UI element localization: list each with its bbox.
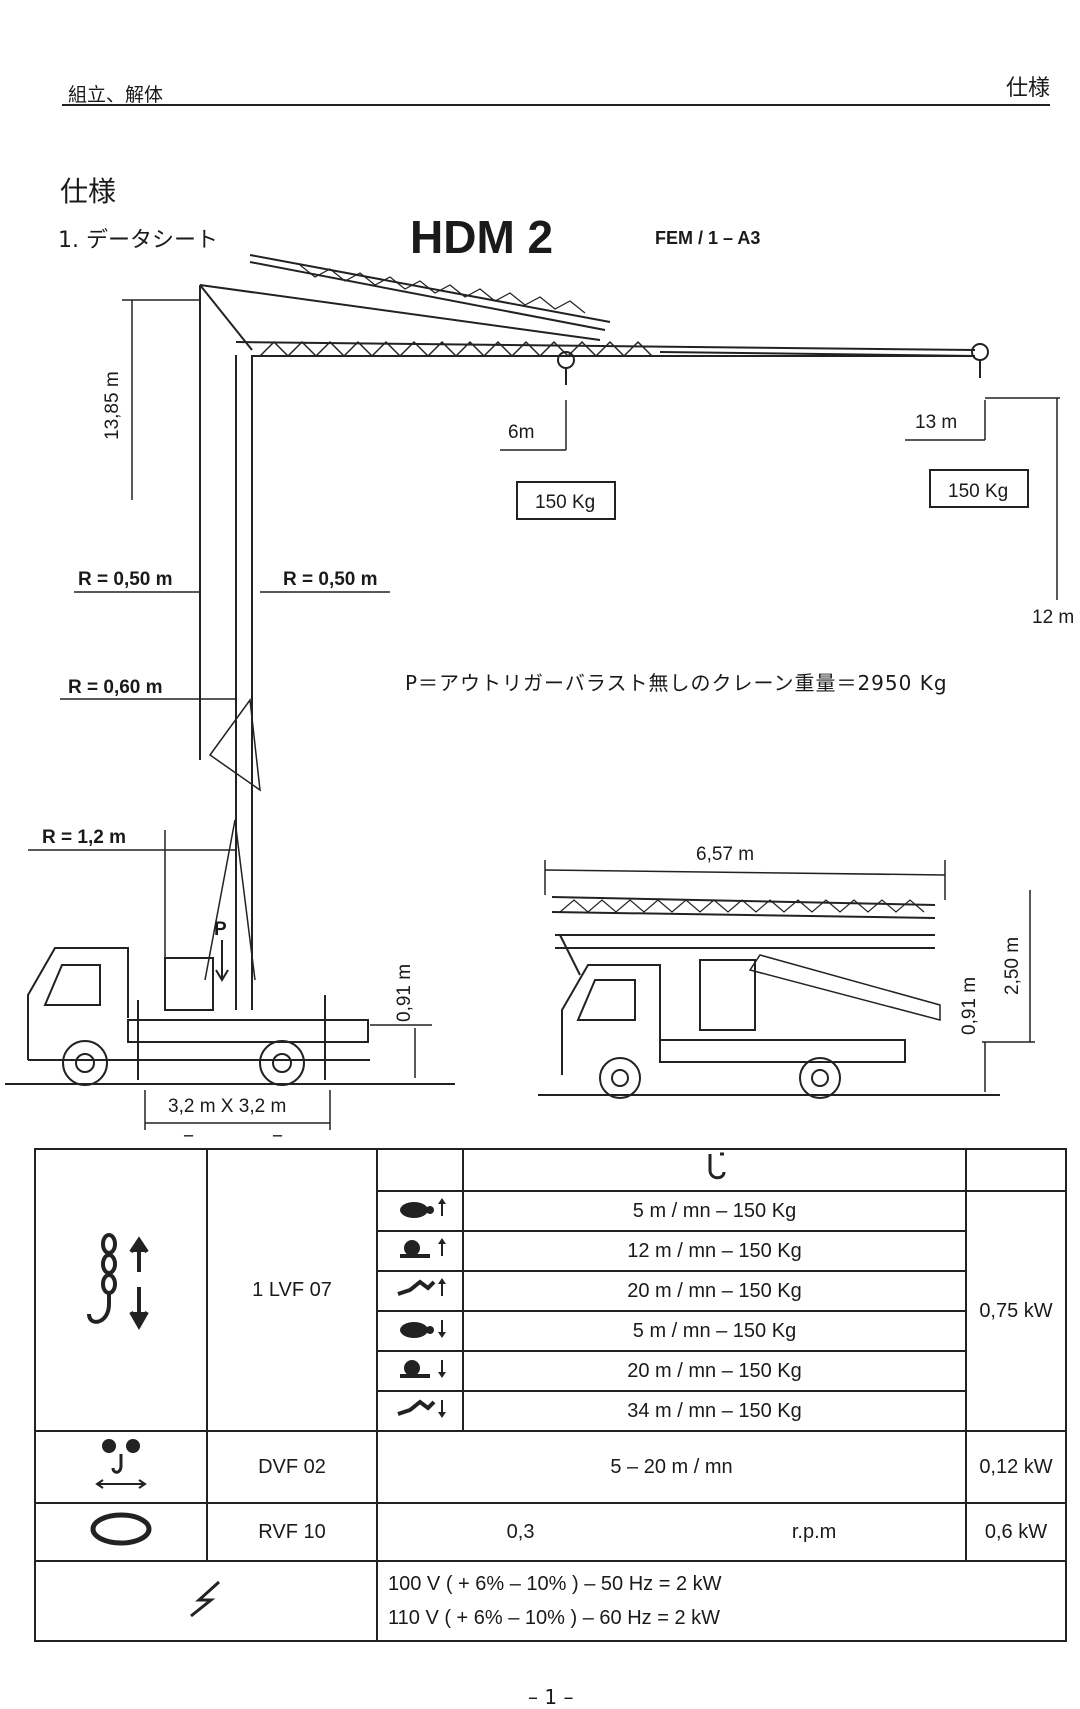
crane-drawing: 13,85 m 6m 150 Kg 13 m 150 Kg 12 m R = 0… [5,254,1074,1140]
hoist-model: 1 LVF 07 [206,1148,378,1432]
header-chapter: 仕様 [1005,76,1050,101]
supply-icon-cell [34,1560,378,1642]
trolley-icon-cell [34,1430,208,1504]
page-number: – 1 – [528,1685,574,1709]
snail-down-icon [376,1350,464,1392]
supply-line-2: 110 V ( + 6% – 10% ) – 60 Hz = 2 kW [388,1607,721,1629]
section-title: 仕様 [60,175,117,208]
near-radius-label: 6m [508,422,534,443]
transport-platform-height-label: 0,91 m [959,977,980,1035]
slewing-icon [90,1512,152,1546]
transport-height-label: 2,50 m [1002,937,1023,995]
hoist-icon-cell [34,1148,208,1432]
trolley-icon [95,1439,147,1489]
supply-line-1: 100 V ( + 6% – 10% ) – 50 Hz = 2 kW [388,1573,722,1595]
mode-header-cell [376,1148,464,1192]
spec-table: 1 LVF 07 5 m / mn – 150 Kg 0,75 kW 12 m … [34,1148,1067,1642]
far-radius-label: 13 m [915,412,957,433]
far-load-label: 150 Kg [948,481,1008,502]
hoist-speed-4: 5 m / mn – 150 Kg [462,1310,967,1352]
transport-length-label: 6,57 m [696,844,754,865]
slewing-speed: 0,3 [506,1520,535,1543]
runner-down-icon [376,1390,464,1432]
lightning-icon [190,1580,221,1618]
slewing-icon-cell [34,1502,208,1562]
turtle-up-icon [376,1190,464,1232]
snail-up-icon [376,1230,464,1272]
near-load-label: 150 Kg [535,492,595,513]
slewing-power: 0,6 kW [965,1502,1067,1562]
model-name: HDM 2 [410,211,554,263]
turtle-down-icon [376,1310,464,1352]
supply-cell: 100 V ( + 6% – 10% ) – 50 Hz = 2 kW 110 … [376,1560,1067,1642]
height-label: 13,85 m [102,371,123,440]
radius-top-left-label: R = 0,50 m [78,569,173,590]
hook-height-label: 12 m [1032,607,1074,628]
trolley-power: 0,12 kW [965,1430,1067,1504]
slewing-unit: r.p.m [791,1520,837,1543]
hoist-speed-5: 20 m / mn – 150 Kg [462,1350,967,1392]
classification: FEM / 1 – A3 [655,228,761,248]
platform-height-label: 0,91 m [394,964,415,1022]
radius-low-label: R = 1,2 m [42,827,126,848]
power-header-cell [965,1148,1067,1192]
hoist-hook-chain-icon [87,1233,149,1331]
runner-up-icon [376,1270,464,1312]
data-sheet-title: 1. データシート [58,228,218,253]
outrigger-base-label: 3,2 m X 3,2 m [168,1096,286,1117]
header-section: 組立、解体 [68,84,164,106]
ballast-point-label: P [214,919,227,940]
hoist-speed-1: 5 m / mn – 150 Kg [462,1190,967,1232]
hoist-speed-2: 12 m / mn – 150 Kg [462,1230,967,1272]
radius-top-right-label: R = 0,50 m [283,569,378,590]
trolley-speed: 5 – 20 m / mn [376,1430,967,1504]
equal-mark-right: = [272,1129,283,1140]
radius-mid-label: R = 0,60 m [68,677,163,698]
hook-header-cell [462,1148,967,1192]
hoist-power: 0,75 kW [965,1190,1067,1432]
header-rule [62,104,1050,106]
equal-mark-left: = [183,1129,194,1140]
crane-weight-note: P＝アウトリガーバラスト無しのクレーン重量＝2950 Kg [405,671,948,695]
hook-icon [708,1152,725,1180]
hoist-speed-6: 34 m / mn – 150 Kg [462,1390,967,1432]
trolley-model: DVF 02 [206,1430,378,1504]
slewing-speed-cell: 0,3 r.p.m [376,1502,967,1562]
slewing-model: RVF 10 [206,1502,378,1562]
hoist-speed-3: 20 m / mn – 150 Kg [462,1270,967,1312]
